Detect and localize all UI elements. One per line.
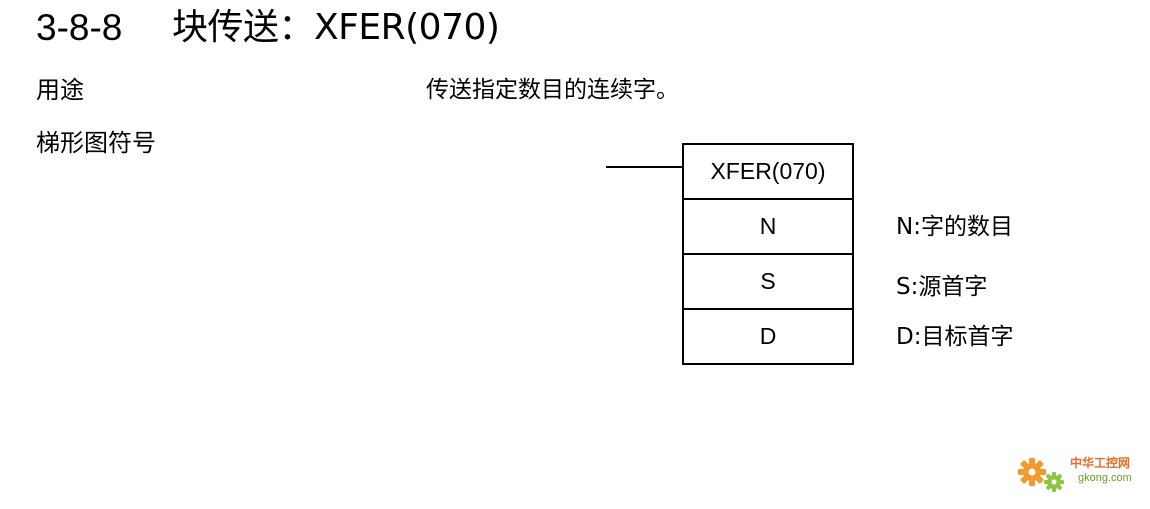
- section-title: 块传送：XFER(070): [172, 7, 500, 48]
- ladder-input-line: [606, 166, 684, 168]
- operand-n-description: N:字的数目: [896, 214, 1013, 240]
- operand-n-cell: N: [684, 200, 852, 255]
- gkong-watermark-logo: 中华工控网 gkong.com: [1014, 452, 1144, 498]
- instruction-block: XFER(070) N S D: [682, 143, 854, 365]
- operand-s-cell: S: [684, 255, 854, 310]
- section-number: 3-8-8: [36, 7, 123, 48]
- watermark-line2: gkong.com: [1078, 472, 1132, 484]
- purpose-text: 传送指定数目的连续字。: [426, 77, 679, 103]
- gear-icon: [1018, 458, 1064, 492]
- watermark-line1: 中华工控网: [1070, 456, 1131, 470]
- purpose-label: 用途: [36, 76, 84, 104]
- operand-d-cell: D: [684, 310, 852, 365]
- operand-s-description: S:源首字: [896, 274, 988, 300]
- ladder-symbol-label: 梯形图符号: [36, 129, 156, 157]
- operand-d-description: D:目标首字: [896, 324, 1014, 350]
- instruction-name-cell: XFER(070): [684, 145, 852, 200]
